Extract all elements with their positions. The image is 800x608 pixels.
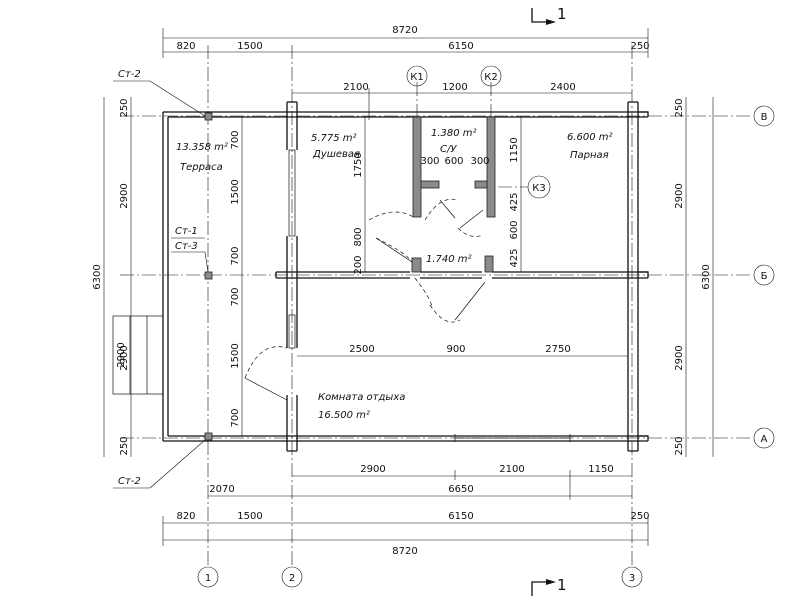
dim-right-2900-top: 2900 (674, 183, 685, 208)
dim-top-3: 6150 (448, 41, 473, 52)
dim-bath-300-1: 300 (420, 156, 439, 167)
column-st1: Ст-1 (175, 226, 198, 237)
dim-mid-3: 2750 (545, 344, 570, 355)
dim-inner-top-3: 2400 (550, 82, 575, 93)
dim-total-bottom: 8720 (392, 546, 417, 557)
room-sauna-name: Парная (570, 150, 609, 161)
partitions (204, 112, 496, 441)
room-labels: 13.358 m² Терраса 5.775 m² Душевая 1.380… (176, 128, 613, 421)
dim-sauna-600: 600 (509, 220, 520, 239)
dim-6650: 6650 (448, 484, 473, 495)
dimension-lines (103, 28, 714, 546)
column-st2-bottom: Ст-2 (118, 476, 141, 487)
dim-shower-1750: 1750 (353, 152, 364, 177)
dim-terrace-700-3: 700 (230, 287, 241, 306)
axis-bubble-3: 3 (629, 573, 635, 584)
dim-terrace-1500-2: 1500 (230, 343, 241, 368)
dim-total-top: 8720 (392, 25, 417, 36)
axis-bubble-1: 1 (205, 573, 211, 584)
room-terrace-name: Терраса (180, 162, 223, 173)
dim-inner-top-1: 2100 (343, 82, 368, 93)
dim-right-6300: 6300 (701, 264, 712, 289)
room-shower-name: Душевая (312, 149, 360, 160)
dim-bath-600: 600 (444, 156, 463, 167)
dim-terrace-700-2: 700 (230, 246, 241, 265)
walls (162, 101, 649, 452)
dim-left-250-top: 250 (119, 98, 130, 117)
dim-top-4: 250 (630, 41, 649, 52)
dim-bottom-4: 250 (630, 511, 649, 522)
room-wc-name: С/У (440, 144, 457, 155)
section-marker-top: 1 (557, 5, 567, 23)
room-rest-name: Комната отдыха (318, 392, 405, 403)
dim-left-2900-bottom: 2900 (119, 345, 130, 370)
dim-mid-1: 2500 (349, 344, 374, 355)
dim-terrace-700-1: 700 (230, 130, 241, 149)
section-markers: 1 1 (531, 5, 567, 596)
dim-left-6300: 6300 (92, 264, 103, 289)
dim-shower-200: 200 (353, 255, 364, 274)
dim-left-250-bottom: 250 (119, 436, 130, 455)
axis-bubbles: 1 2 3 В Б А К1 К2 К3 (197, 65, 775, 588)
grid-axes (120, 45, 752, 568)
dim-right-2900-bottom: 2900 (674, 345, 685, 370)
dim-sauna-1150: 1150 (509, 137, 520, 162)
room-sauna-area: 6.600 m² (567, 132, 613, 143)
dim-right-250-top: 250 (674, 98, 685, 117)
column-st2-top: Ст-2 (118, 69, 141, 80)
axis-bubble-k2: К2 (484, 72, 497, 83)
dim-right-250-bottom: 250 (674, 436, 685, 455)
axis-bubble-b: Б (761, 271, 768, 282)
room-terrace-area: 13.358 m² (176, 142, 228, 153)
dim-bottom-3: 6150 (448, 511, 473, 522)
axis-bubble-k3: К3 (532, 183, 545, 194)
dim-2070: 2070 (209, 484, 234, 495)
column-st3: Ст-3 (175, 241, 198, 252)
dim-shower-800: 800 (353, 227, 364, 246)
dim-steps: 2900 (116, 342, 127, 367)
dim-left-2900-top: 2900 (119, 183, 130, 208)
axis-bubble-v: В (761, 112, 768, 123)
terrace-steps (112, 315, 164, 395)
dim-bottom-2: 1500 (237, 511, 262, 522)
dimension-labels: 8720 820 1500 6150 250 2100 1200 2400 25… (92, 25, 712, 557)
dim-sauna-425-1: 425 (509, 192, 520, 211)
room-wc-area: 1.380 m² (431, 128, 477, 139)
dim-bath-300-2: 300 (470, 156, 489, 167)
column-callouts: Ст-2 Ст-1 Ст-3 Ст-2 (113, 69, 209, 489)
dim-bottom-1: 820 (176, 511, 195, 522)
dim-bottom-inner-2: 2100 (499, 464, 524, 475)
dim-top-2: 1500 (237, 41, 262, 52)
axis-bubble-k1: К1 (410, 72, 423, 83)
room-shower-area: 5.775 m² (311, 133, 357, 144)
dim-inner-top-2: 1200 (442, 82, 467, 93)
doors (244, 198, 486, 401)
dim-top-1: 820 (176, 41, 195, 52)
dim-sauna-425-2: 425 (509, 248, 520, 267)
dim-bottom-inner-3: 1150 (588, 464, 613, 475)
dim-terrace-1500-1: 1500 (230, 179, 241, 204)
dim-mid-2: 900 (446, 344, 465, 355)
room-hall-area: 1.740 m² (426, 254, 472, 265)
section-marker-bottom: 1 (557, 576, 567, 594)
dim-terrace-700-4: 700 (230, 408, 241, 427)
dim-bottom-inner-1: 2900 (360, 464, 385, 475)
axis-bubble-a: А (761, 434, 768, 445)
axis-bubble-2: 2 (289, 573, 295, 584)
room-rest-area: 16.500 m² (318, 410, 370, 421)
